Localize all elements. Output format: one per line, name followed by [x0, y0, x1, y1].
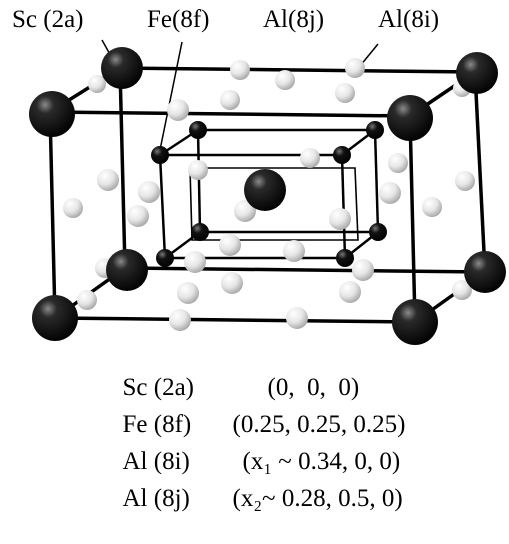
fe-atom: [333, 146, 351, 164]
al-atom: [234, 200, 256, 222]
al-atom: [188, 160, 208, 180]
al-atom: [379, 182, 401, 204]
wyckoff-position-list: Sc (2a) (0, 0, 0) Fe (8f) (0.25, 0.25, 0.2…: [85, 343, 485, 512]
al-atom: [63, 198, 83, 218]
al-atom: [335, 83, 355, 103]
al-atom: [329, 208, 351, 230]
al-atom: [219, 234, 241, 256]
al-atom: [177, 282, 199, 304]
al-atom: [77, 290, 97, 310]
inner-cube-back-face: [196, 128, 380, 234]
sc-atom: [106, 249, 148, 291]
sc-atom-center: [244, 169, 286, 211]
al-atom: [275, 70, 295, 90]
fe-atom: [156, 249, 174, 267]
al-atom: [220, 90, 240, 110]
fe-atom: [336, 249, 354, 267]
unit-cell-diagram: [29, 39, 506, 345]
outer-cell-back-face: [118, 66, 487, 274]
fe-leader-line: [159, 41, 183, 151]
sc-atom: [101, 47, 143, 89]
fe-site-label: Fe(8f): [147, 6, 210, 33]
site-name: Al (8j): [122, 485, 190, 512]
al-atom: [352, 259, 374, 281]
fe-atoms: [151, 121, 387, 267]
al-atom: [422, 197, 442, 217]
al-atom: [388, 153, 408, 173]
site-coordinates: (x₁ ~ 0.34, 0, 0): [242, 448, 401, 475]
position-row-al8i: Al (8i) (x₁ ~ 0.34, 0, 0): [85, 417, 485, 475]
al-atom: [283, 240, 305, 262]
al8i-site-label: Al(8i): [378, 6, 440, 33]
al-atom: [127, 205, 149, 227]
sc-atom: [464, 251, 506, 293]
al-atom: [169, 309, 191, 331]
sc-atoms: [29, 47, 506, 345]
al-atom: [345, 58, 365, 78]
sc-atom: [387, 95, 433, 141]
site-name: Al (8i): [122, 448, 190, 475]
site-coordinates: (x₂~ 0.28, 0.5, 0): [232, 485, 403, 512]
al-atom: [455, 171, 475, 191]
al8j-site-label: Al(8j): [263, 6, 325, 33]
al-atoms: [63, 58, 475, 331]
sc-atom: [456, 52, 498, 94]
al-atom: [184, 251, 206, 273]
inner-cube-mid-frame: [189, 167, 359, 241]
al-atom: [138, 181, 160, 203]
fe-atom: [189, 121, 207, 139]
fe-atom: [366, 121, 384, 139]
sc-atom: [32, 295, 78, 341]
site-coordinates: (0, 0, 0): [267, 374, 360, 401]
al-atom: [88, 75, 106, 93]
al-atom: [230, 60, 250, 80]
position-row-fe: Fe (8f) (0.25, 0.25, 0.25): [85, 380, 485, 438]
al-atom: [221, 272, 243, 294]
crystal-structure-figure: Sc (2a) Fe(8f) Al(8j) Al(8i) Sc (2a) (0, …: [12, 6, 506, 512]
al-atom: [167, 99, 189, 121]
fe-atom: [191, 223, 209, 241]
sc-atom: [392, 299, 438, 345]
site-name: Fe (8f): [122, 411, 192, 438]
al-atom: [452, 280, 472, 300]
sc-site-label: Sc (2a): [12, 6, 84, 33]
al-atom: [300, 148, 320, 168]
position-row-sc: Sc (2a) (0, 0, 0): [85, 343, 485, 401]
al-atom: [97, 169, 119, 191]
al-atom: [339, 281, 361, 303]
site-coordinates: (0.25, 0.25, 0.25): [232, 411, 406, 438]
al-atom: [286, 307, 308, 329]
site-name: Sc (2a): [122, 374, 195, 401]
sc-atom: [29, 91, 75, 137]
fe-atom: [369, 223, 387, 241]
fe-atom: [151, 146, 169, 164]
